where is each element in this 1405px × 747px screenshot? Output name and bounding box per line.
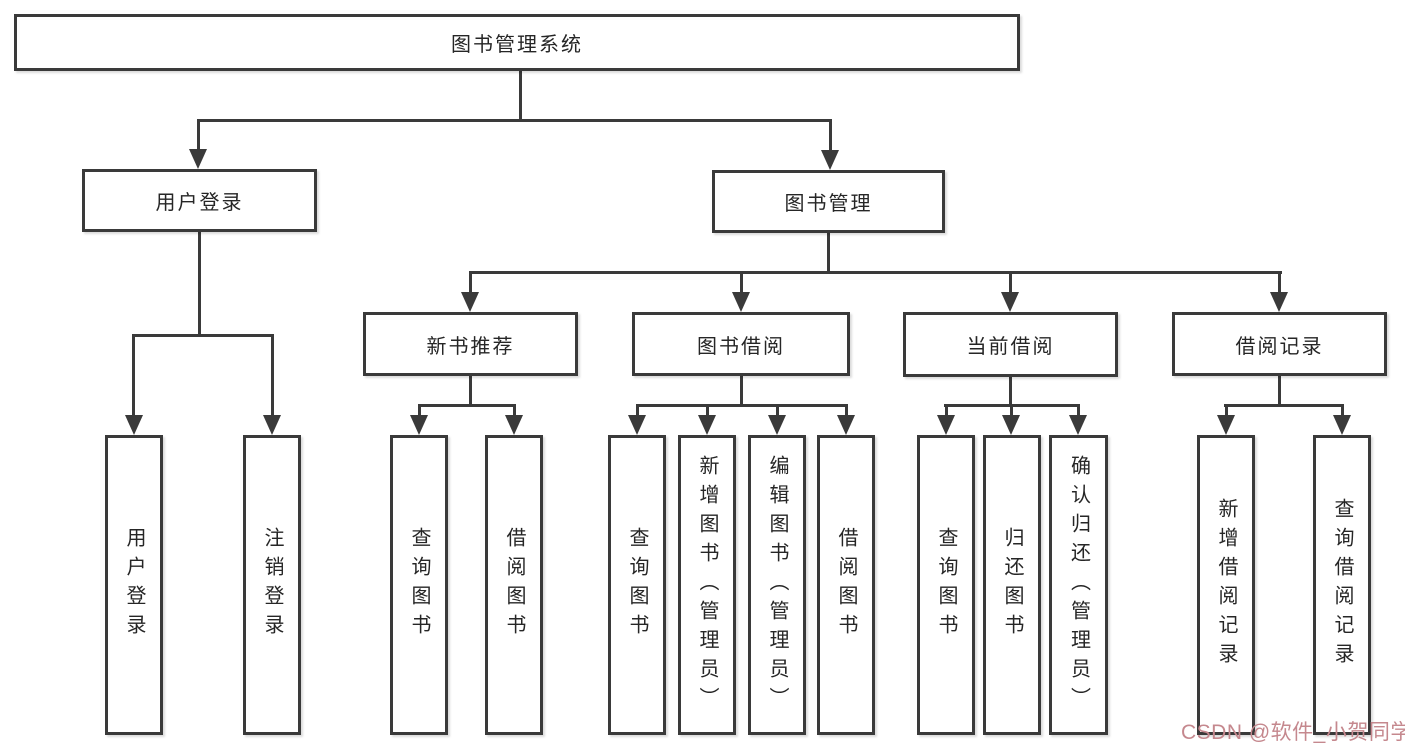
connector-line bbox=[1278, 375, 1281, 407]
connector-line bbox=[1225, 404, 1228, 416]
connector-line bbox=[1278, 271, 1281, 294]
arrow-down-icon bbox=[189, 149, 207, 169]
node-query-books-recommend: 查询图书 bbox=[390, 435, 448, 735]
node-book-management: 图书管理 bbox=[712, 170, 945, 233]
arrow-down-icon bbox=[263, 415, 281, 435]
connector-line bbox=[469, 271, 472, 294]
arrow-down-icon bbox=[125, 415, 143, 435]
connector-line bbox=[1010, 404, 1013, 416]
connector-line bbox=[945, 404, 948, 416]
connector-line bbox=[827, 233, 830, 274]
arrow-down-icon bbox=[461, 292, 479, 312]
node-add-borrow-record: 新增借阅记录 bbox=[1197, 435, 1255, 735]
connector-line bbox=[1224, 404, 1344, 407]
connector-line bbox=[469, 375, 472, 407]
arrow-down-icon bbox=[768, 415, 786, 435]
node-current-borrowing: 当前借阅 bbox=[903, 312, 1118, 377]
node-confirm-return-admin: 确认归还（管理员） bbox=[1049, 435, 1108, 735]
arrow-down-icon bbox=[410, 415, 428, 435]
connector-line bbox=[469, 271, 1282, 274]
arrow-down-icon bbox=[732, 292, 750, 312]
connector-line bbox=[197, 119, 200, 152]
node-borrow-books-recommend: 借阅图书 bbox=[485, 435, 543, 735]
arrow-down-icon bbox=[937, 415, 955, 435]
arrow-down-icon bbox=[1001, 292, 1019, 312]
arrow-down-icon bbox=[698, 415, 716, 435]
arrow-down-icon bbox=[1002, 415, 1020, 435]
connector-line bbox=[1077, 404, 1080, 416]
connector-line bbox=[740, 271, 743, 294]
connector-line bbox=[198, 231, 201, 337]
connector-line bbox=[829, 119, 832, 152]
node-logout-leaf: 注销登录 bbox=[243, 435, 301, 735]
arrow-down-icon bbox=[821, 150, 839, 170]
connector-line bbox=[519, 70, 522, 122]
arrow-down-icon bbox=[628, 415, 646, 435]
arrow-down-icon bbox=[1333, 415, 1351, 435]
node-edit-books-admin: 编辑图书（管理员） bbox=[748, 435, 806, 735]
node-query-borrow-record: 查询借阅记录 bbox=[1313, 435, 1371, 735]
connector-line bbox=[418, 404, 421, 416]
connector-line bbox=[197, 119, 832, 122]
connector-line bbox=[636, 404, 848, 407]
node-user-login: 用户登录 bbox=[82, 169, 317, 232]
node-user-login-leaf: 用户登录 bbox=[105, 435, 163, 735]
connector-line bbox=[418, 404, 516, 407]
node-query-books-borrowing: 查询图书 bbox=[608, 435, 666, 735]
node-query-books-current: 查询图书 bbox=[917, 435, 975, 735]
node-book-borrowing: 图书借阅 bbox=[632, 312, 850, 376]
connector-line bbox=[1341, 404, 1344, 416]
connector-line bbox=[776, 404, 779, 416]
connector-line bbox=[513, 404, 516, 416]
connector-line bbox=[740, 375, 743, 407]
connector-line bbox=[706, 404, 709, 416]
node-borrow-books-borrowing: 借阅图书 bbox=[817, 435, 875, 735]
node-new-book-recommendation: 新书推荐 bbox=[363, 312, 578, 376]
connector-line bbox=[271, 334, 274, 416]
arrow-down-icon bbox=[1069, 415, 1087, 435]
arrow-down-icon bbox=[1217, 415, 1235, 435]
connector-line bbox=[132, 334, 135, 416]
arrow-down-icon bbox=[837, 415, 855, 435]
connector-line bbox=[1009, 375, 1012, 407]
watermark: CSDN @软件_小贺同学 bbox=[1181, 721, 1405, 744]
connector-line bbox=[845, 404, 848, 416]
node-return-books: 归还图书 bbox=[983, 435, 1041, 735]
node-add-books-admin: 新增图书（管理员） bbox=[678, 435, 736, 735]
arrow-down-icon bbox=[1270, 292, 1288, 312]
connector-line bbox=[636, 404, 639, 416]
node-root-system: 图书管理系统 bbox=[14, 14, 1020, 71]
connector-line bbox=[132, 334, 274, 337]
connector-line bbox=[1009, 271, 1012, 294]
arrow-down-icon bbox=[505, 415, 523, 435]
node-borrowing-records: 借阅记录 bbox=[1172, 312, 1387, 376]
